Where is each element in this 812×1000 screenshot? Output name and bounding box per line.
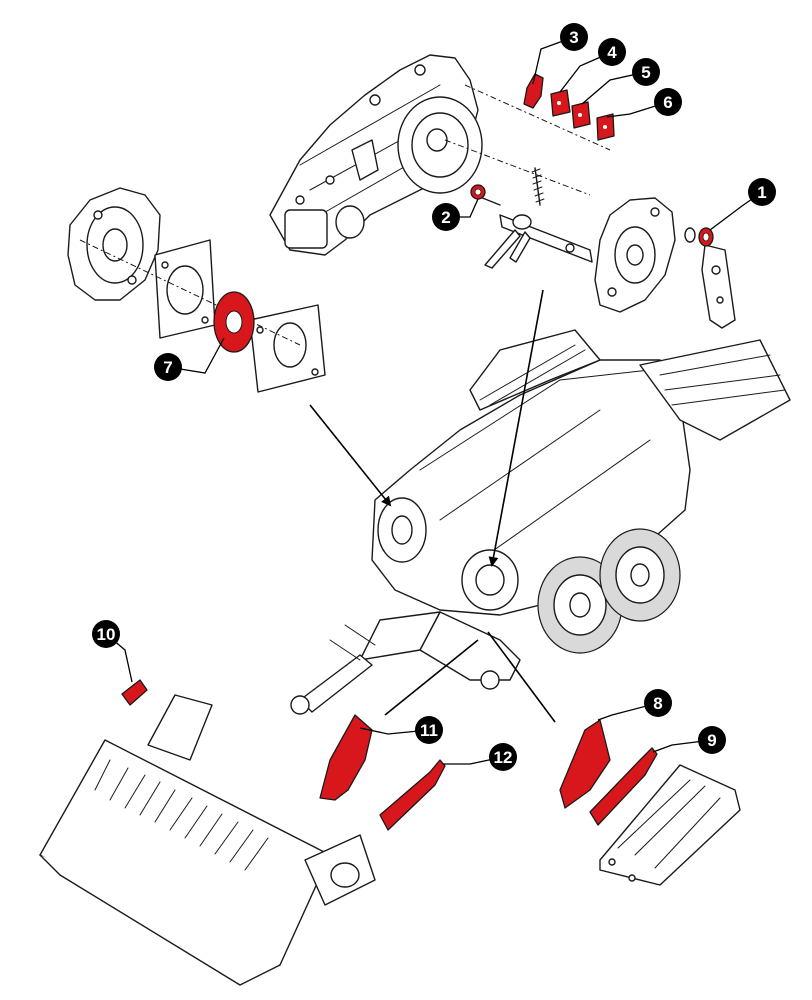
assembly-dashed-line bbox=[444, 84, 611, 196]
gearbox-assembly bbox=[269, 54, 483, 256]
cover-plate bbox=[599, 764, 741, 886]
pointer-arrow-left-housing bbox=[309, 404, 392, 507]
callout-badge bbox=[92, 620, 120, 648]
baler-wheels bbox=[537, 528, 681, 654]
right-plate bbox=[249, 304, 326, 393]
callout-badge bbox=[632, 58, 660, 86]
callout-number: 8 bbox=[653, 694, 662, 713]
callout-number: 4 bbox=[607, 43, 617, 62]
callout-badge bbox=[654, 88, 682, 116]
washer bbox=[684, 227, 696, 243]
callout-badge bbox=[748, 178, 776, 206]
callout-7: 7 bbox=[154, 353, 182, 381]
callout-number: 7 bbox=[163, 358, 172, 377]
part-11-comb-plate bbox=[319, 714, 373, 801]
callout-badge bbox=[560, 23, 588, 51]
callout-6: 6 bbox=[654, 88, 682, 116]
part-8-comb-plate bbox=[559, 719, 611, 809]
part-10-fitting bbox=[121, 679, 148, 706]
callout-badge bbox=[154, 353, 182, 381]
callout-badge bbox=[598, 38, 626, 66]
callout-number: 6 bbox=[663, 93, 672, 112]
baler-machine bbox=[290, 329, 791, 715]
left-axis-line bbox=[79, 239, 301, 346]
callout-3: 3 bbox=[560, 23, 588, 51]
left-plate bbox=[154, 239, 216, 339]
callout-10: 10 bbox=[92, 620, 120, 648]
callout-badge bbox=[698, 726, 726, 754]
callout-9: 9 bbox=[698, 726, 726, 754]
callout-11: 11 bbox=[415, 716, 443, 744]
callout-badge bbox=[644, 689, 672, 717]
pointer-arrow-knotter bbox=[384, 639, 479, 716]
callout-number: 12 bbox=[494, 748, 513, 767]
callout-12: 12 bbox=[489, 743, 517, 771]
callout-badge bbox=[489, 743, 517, 771]
callout-number: 9 bbox=[707, 731, 716, 750]
callout-2: 2 bbox=[432, 203, 460, 231]
part-12-strip bbox=[379, 759, 446, 831]
part-9-strip bbox=[589, 747, 658, 826]
small-bracket bbox=[701, 244, 736, 329]
callout-number: 10 bbox=[97, 625, 116, 644]
callout-badge bbox=[432, 203, 460, 231]
highlight-openings bbox=[225, 101, 710, 334]
callout-8: 8 bbox=[644, 689, 672, 717]
left-gear-housing bbox=[67, 187, 161, 301]
callout-5: 5 bbox=[632, 58, 660, 86]
callout-1: 1 bbox=[748, 178, 776, 206]
callout-number: 5 bbox=[641, 63, 650, 82]
pointer-arrow-gearbox bbox=[488, 289, 544, 567]
callout-4: 4 bbox=[598, 38, 626, 66]
callout-number: 11 bbox=[420, 721, 438, 740]
callout-number: 3 bbox=[569, 28, 578, 47]
pointer-arrow-cam bbox=[487, 631, 556, 723]
callout-number: 1 bbox=[757, 183, 766, 202]
shaft-assembly bbox=[474, 167, 593, 269]
pickup-unit bbox=[39, 694, 376, 986]
callout-number: 2 bbox=[441, 208, 450, 227]
right-side-plate bbox=[594, 197, 676, 313]
callout-badge bbox=[415, 716, 443, 744]
